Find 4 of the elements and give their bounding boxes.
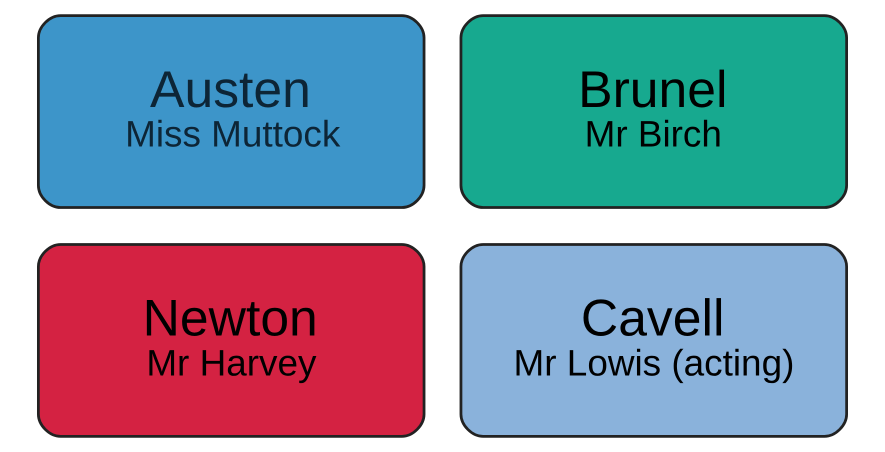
node-box: Austen Miss Muttock [37, 14, 426, 209]
node-box: Newton Mr Harvey [37, 243, 426, 438]
node-box: Brunel Mr Birch [460, 14, 848, 209]
node-box: Cavell Mr Lowis (acting) [460, 243, 848, 438]
